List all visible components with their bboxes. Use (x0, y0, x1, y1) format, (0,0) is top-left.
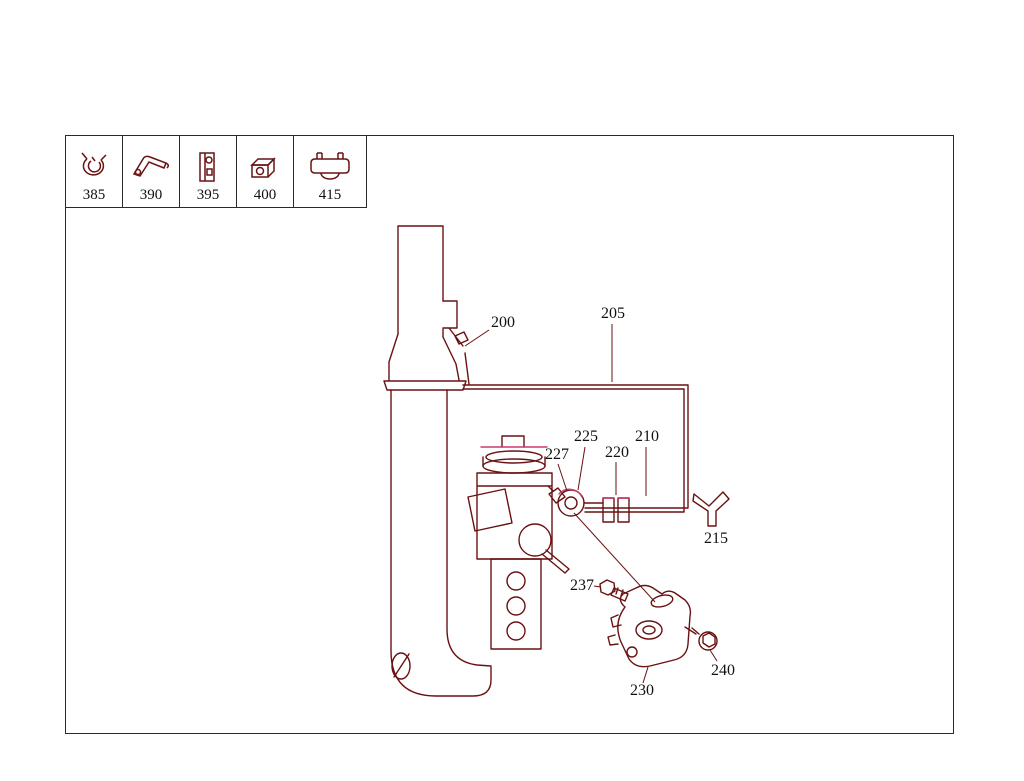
part-thumbnail-390[interactable]: 390 (122, 135, 180, 208)
pump-tag-plate (467, 488, 513, 532)
hose-clamp-icon (81, 152, 107, 176)
bolt-240-head (691, 627, 716, 648)
pump-port-handle (541, 549, 570, 574)
part-number-label: 415 (318, 187, 342, 203)
clamp-with-bolts-icon (310, 152, 350, 180)
part-thumbnail-415[interactable]: 415 (293, 135, 367, 208)
leader-200 (464, 329, 490, 347)
leader-240 (709, 649, 718, 662)
pump-body (476, 472, 553, 560)
callout-200[interactable]: 200 (491, 314, 515, 331)
pump-flange-top (485, 450, 543, 464)
pump-230-right-stub (684, 626, 697, 635)
part-thumbnail-385[interactable]: 385 (65, 135, 123, 208)
pump-230-top-port (650, 594, 674, 608)
bolt-237 (599, 579, 629, 602)
fuel-line-inner (462, 388, 685, 513)
pump-flange-sides (482, 456, 546, 467)
pump-230-mid-boss (635, 620, 663, 640)
callout-225[interactable]: 225 (574, 428, 598, 445)
y-connector-215 (692, 491, 730, 527)
pump-housing (467, 435, 570, 650)
fuel-line-205 (462, 384, 689, 513)
pump-lower-block (490, 558, 542, 650)
callout-237[interactable]: 237 (570, 577, 594, 594)
callout-215[interactable]: 215 (704, 530, 728, 547)
connector-block-icon (250, 157, 276, 178)
pump-230-outline (617, 584, 692, 668)
part-number-label: 390 (139, 187, 163, 203)
callout-leaders (464, 324, 718, 684)
leader-227 (557, 463, 568, 492)
pump-230-mid-bore (642, 625, 656, 635)
leader-225 (577, 446, 586, 491)
pump-port (518, 523, 552, 557)
pump-bore-3 (506, 621, 526, 641)
part-number-label: 400 (253, 187, 277, 203)
callout-210[interactable]: 210 (635, 428, 659, 445)
part-thumbnail-400[interactable]: 400 (236, 135, 294, 208)
callout-labels: 200 205 225 210 227 220 215 237 240 230 (491, 305, 735, 699)
diagram-frame (65, 135, 954, 734)
bolt-237-shaft (610, 587, 629, 602)
fuel-line-outer (462, 384, 689, 509)
bolt-240 (691, 627, 718, 651)
lever-bracket-icon (132, 155, 170, 177)
callout-227[interactable]: 227 (545, 446, 569, 463)
bolt-240-washer (698, 631, 718, 651)
callout-220[interactable]: 220 (605, 444, 629, 461)
part-number-label: 385 (82, 187, 106, 203)
pump-230-lower-port (626, 646, 638, 658)
callout-230[interactable]: 230 (630, 682, 654, 699)
fitting-200 (442, 300, 470, 385)
part-thumbnail-395[interactable]: 395 (179, 135, 237, 208)
leader-banjo-to-pump (573, 512, 656, 603)
y-connector-outline (692, 491, 730, 527)
banjo-bolt (547, 485, 566, 504)
bolt-237-head (599, 579, 616, 596)
leader-230 (642, 666, 649, 684)
injection-pump-230 (607, 584, 697, 668)
assembly-drawing: 200 205 225 210 227 220 215 237 240 230 (383, 225, 735, 699)
banjo-ring-inner (564, 496, 578, 510)
fitting-220-sleeves (602, 497, 630, 523)
pump-flange-bottom (482, 458, 546, 474)
pump-230-flange-lugs (607, 614, 622, 646)
leader-237 (593, 585, 602, 588)
pump-bore-1 (506, 571, 526, 591)
engine-lower-block (390, 389, 492, 697)
banjo-highlight (558, 488, 583, 498)
oil-plug (391, 652, 411, 680)
part-number-label: 395 (196, 187, 220, 203)
pump-bore-2 (506, 596, 526, 616)
pump-neck (501, 435, 525, 448)
engine-block (383, 225, 492, 697)
angle-bracket-icon (199, 152, 215, 182)
callout-240[interactable]: 240 (711, 662, 735, 679)
oil-plug-slot (393, 653, 410, 678)
engine-cylinder-outline (397, 225, 444, 338)
part-thumbnail-row: 385 390 395 (65, 135, 367, 208)
callout-205[interactable]: 205 (601, 305, 625, 322)
line-fittings (547, 485, 630, 523)
engine-flange (383, 333, 467, 391)
